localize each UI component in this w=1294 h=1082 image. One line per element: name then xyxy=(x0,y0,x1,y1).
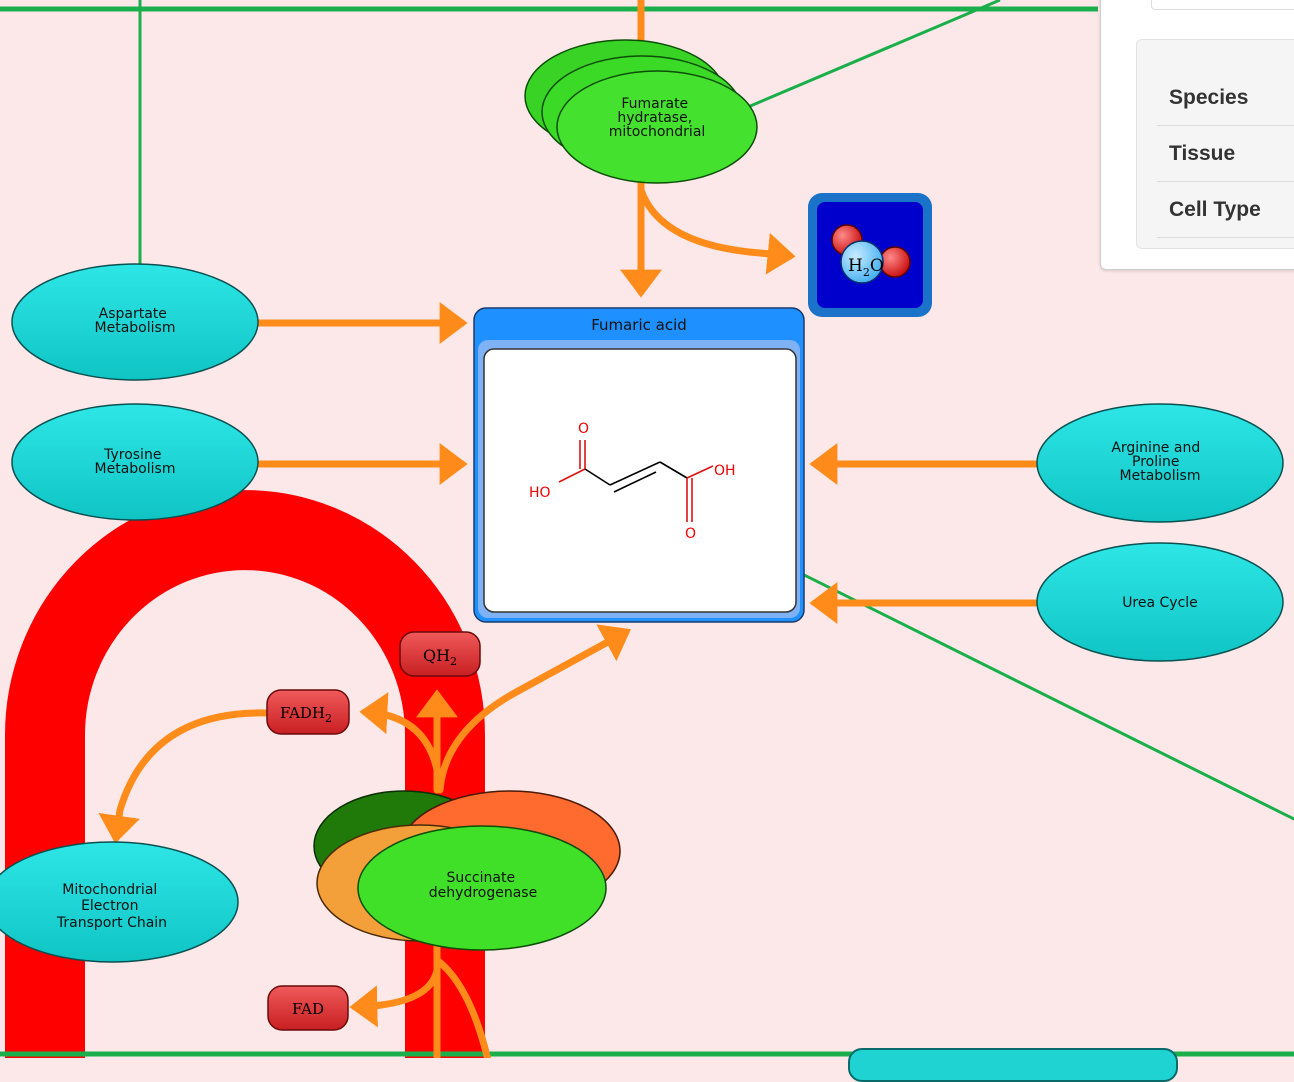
svg-text:Tyrosine Metabolism: Tyrosine Metabolism xyxy=(95,447,176,477)
svg-text:QH2: QH2 xyxy=(423,646,457,668)
sdh-line2: dehydrogenase xyxy=(429,885,537,901)
etc-line1: Mitochondrial xyxy=(62,882,157,898)
qh2-cofactor[interactable]: QH2 xyxy=(399,631,481,677)
info-row-cell-type: Cell Type xyxy=(1157,181,1294,238)
tyrosine-line2: Metabolism xyxy=(95,461,176,477)
arginine-line2: Proline xyxy=(1132,454,1179,470)
info-row-species: Species xyxy=(1157,70,1294,126)
fumarate-hydratase-line1: Fumarate xyxy=(621,96,688,112)
arginine-line3: Metabolism xyxy=(1120,468,1201,484)
qh2-sub: 2 xyxy=(450,655,457,668)
info-row-tissue: Tissue xyxy=(1157,125,1294,182)
fumaric-acid-title: Fumaric acid xyxy=(591,316,687,334)
arginine-line1: Arginine and xyxy=(1111,440,1200,456)
tyrosine-metabolism-node[interactable]: Tyrosine Metabolism xyxy=(11,403,259,521)
arginine-proline-metabolism-node[interactable]: Arginine and Proline Metabolism xyxy=(1036,403,1284,523)
fad-base: FAD xyxy=(292,1000,324,1018)
tyrosine-line1: Tyrosine xyxy=(103,447,161,463)
info-table: Species Tissue Cell Type xyxy=(1157,70,1294,238)
water-o: O xyxy=(870,256,884,276)
svg-text:Mitochondrial Electron: Mitochondrial Electron Transport Chain xyxy=(56,882,167,931)
info-panel: Species Tissue Cell Type xyxy=(1100,0,1294,270)
fumaric-acid-compound[interactable]: Fumaric acid HO OH O O xyxy=(473,307,805,623)
aspartate-metabolism-node[interactable]: Aspartate Metabolism xyxy=(11,263,259,381)
fadh2-base: FADH xyxy=(280,704,325,722)
svg-text:Fumarate hydratase,: Fumarate hydratase, mitochondrial xyxy=(609,96,706,140)
electron-transport-chain-node[interactable]: Mitochondrial Electron Transport Chain xyxy=(0,841,239,963)
etc-line2: Electron xyxy=(81,898,138,914)
water-molecule-icon[interactable]: H2O xyxy=(808,193,932,317)
urea-cycle-label: Urea Cycle xyxy=(1122,595,1198,611)
atom-o-bottom: O xyxy=(685,526,696,542)
atom-ho: HO xyxy=(529,485,551,501)
aspartate-line2: Metabolism xyxy=(95,320,176,336)
svg-text:H2O: H2O xyxy=(848,256,884,279)
fadh2-sub: 2 xyxy=(325,712,332,725)
etc-line3: Transport Chain xyxy=(56,915,167,931)
fumarate-hydratase-line3: mitochondrial xyxy=(609,124,706,140)
aspartate-line1: Aspartate xyxy=(99,306,167,322)
fumaric-acid-structure-icon xyxy=(558,440,714,522)
svg-text:FADH2: FADH2 xyxy=(280,704,332,725)
pathway-diagram: Fumarate hydratase, mitochondrial H2O As… xyxy=(0,0,1294,1058)
info-panel-table-card: Species Tissue Cell Type xyxy=(1136,39,1294,249)
succinate-dehydrogenase-enzyme[interactable]: Succinate dehydrogenase xyxy=(313,790,621,951)
water-sub: 2 xyxy=(863,266,870,279)
fad-cofactor[interactable]: FAD xyxy=(267,985,349,1031)
svg-text:Aspartate Metabolism: Aspartate Metabolism xyxy=(95,306,176,336)
fumarate-hydratase-line2: hydratase, xyxy=(617,110,692,126)
atom-oh: OH xyxy=(714,463,736,479)
urea-cycle-node[interactable]: Urea Cycle xyxy=(1036,542,1284,662)
reaction-arrows xyxy=(98,0,1039,1058)
partial-pathway-node[interactable] xyxy=(848,1048,1178,1082)
fumarate-hydratase-enzyme[interactable]: Fumarate hydratase, mitochondrial xyxy=(524,39,758,184)
atom-o-top: O xyxy=(578,421,589,437)
fadh2-cofactor[interactable]: FADH2 xyxy=(266,689,350,735)
svg-text:Succinate dehydrogenase: Succinate dehydrogenase xyxy=(429,870,537,901)
qh2-base: QH xyxy=(423,646,450,665)
water-h: H xyxy=(848,256,863,276)
sdh-line1: Succinate xyxy=(446,870,515,886)
svg-text:Arginine and Proline: Arginine and Proline Metabolism xyxy=(1111,440,1204,484)
info-panel-top-field xyxy=(1151,0,1294,10)
